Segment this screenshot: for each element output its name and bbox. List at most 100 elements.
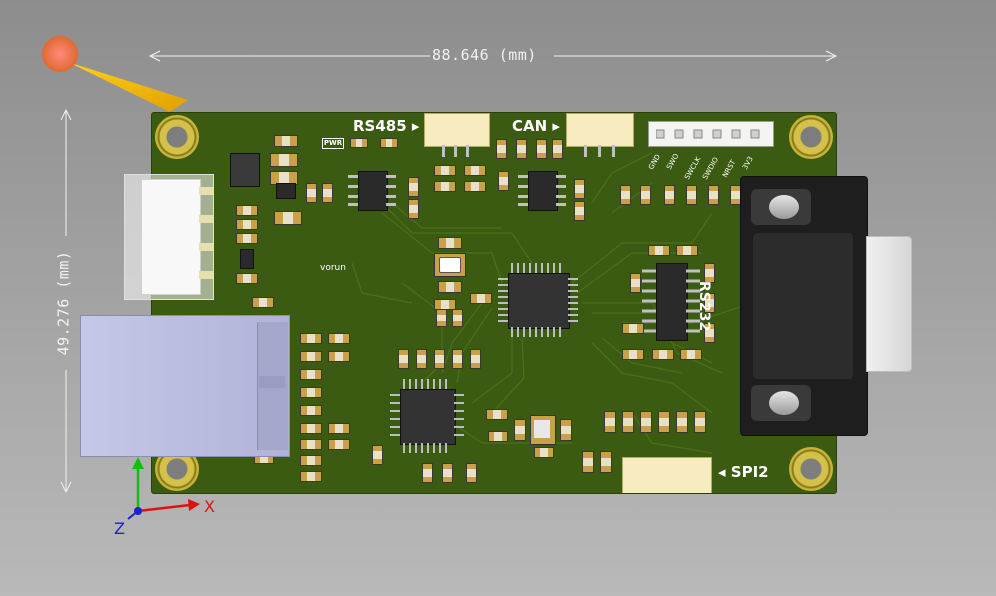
capacitor bbox=[436, 309, 447, 327]
capacitor bbox=[408, 177, 419, 197]
pwr-label: PWR bbox=[322, 138, 344, 149]
can-transceiver-ic bbox=[528, 171, 558, 211]
capacitor bbox=[372, 445, 383, 465]
led bbox=[350, 138, 368, 148]
rs485-text: RS485 bbox=[353, 117, 407, 135]
resistor bbox=[604, 411, 616, 433]
capacitor bbox=[498, 171, 509, 191]
resistor bbox=[300, 439, 322, 450]
resistor bbox=[328, 333, 350, 344]
capacitor bbox=[704, 323, 715, 343]
resistor bbox=[620, 185, 631, 205]
capacitor bbox=[442, 463, 453, 483]
can-connector[interactable] bbox=[566, 113, 634, 147]
mounting-hole-top-right bbox=[789, 115, 833, 159]
rs485-connector[interactable] bbox=[424, 113, 490, 147]
axis-z-label: Z bbox=[114, 519, 125, 538]
resistor bbox=[664, 185, 675, 205]
resistor bbox=[488, 431, 508, 442]
resistor bbox=[622, 411, 634, 433]
width-dimension: 88.646 (mm) bbox=[148, 46, 838, 66]
capacitor bbox=[496, 139, 507, 159]
capacitor bbox=[422, 463, 433, 483]
inductor bbox=[230, 153, 260, 187]
swd-pins bbox=[655, 127, 768, 146]
mcu-chip bbox=[508, 273, 570, 329]
db9-connector[interactable] bbox=[740, 176, 868, 436]
resistor bbox=[328, 423, 350, 434]
capacitor bbox=[560, 419, 572, 441]
resistor bbox=[686, 185, 697, 205]
capacitor bbox=[416, 349, 427, 369]
capacitor bbox=[306, 183, 317, 203]
pcb-board[interactable]: PWR RS485 ▸ CAN ▸ GND SWO SW bbox=[151, 112, 837, 494]
secondary-mcu-chip bbox=[400, 389, 456, 445]
capacitor bbox=[536, 139, 547, 159]
brand-label: vorun bbox=[320, 263, 346, 273]
power-connector[interactable] bbox=[124, 174, 214, 300]
resistor bbox=[300, 333, 322, 344]
resistor bbox=[434, 181, 456, 192]
mcu-pins bbox=[498, 263, 578, 337]
db9-screw-top bbox=[751, 189, 811, 225]
resistor bbox=[300, 387, 322, 398]
spi2-label: ◂ SPI2 bbox=[718, 463, 769, 481]
resistor bbox=[300, 471, 322, 482]
resistor bbox=[676, 411, 688, 433]
resistor bbox=[300, 455, 322, 466]
capacitor bbox=[438, 281, 462, 293]
resistor bbox=[236, 273, 258, 284]
resistor bbox=[434, 165, 456, 176]
capacitor bbox=[552, 139, 563, 159]
db9-shell bbox=[866, 236, 912, 372]
resistor bbox=[640, 185, 651, 205]
resistor bbox=[328, 351, 350, 362]
rs232-ic-pins bbox=[642, 269, 700, 333]
resistor bbox=[236, 219, 258, 230]
spi2-connector[interactable] bbox=[622, 457, 712, 493]
capacitor bbox=[516, 139, 527, 159]
resistor bbox=[464, 181, 486, 192]
resistor bbox=[640, 411, 652, 433]
resistor bbox=[300, 423, 322, 434]
capacitor bbox=[452, 349, 463, 369]
capacitor bbox=[466, 463, 477, 483]
resistor bbox=[582, 451, 594, 473]
rs232-transceiver-ic bbox=[656, 263, 688, 341]
resistor bbox=[694, 411, 706, 433]
resistor bbox=[464, 165, 486, 176]
can-label: CAN ▸ bbox=[512, 117, 560, 135]
width-dimension-label: 88.646 (mm) bbox=[432, 46, 537, 64]
capacitor bbox=[274, 135, 298, 147]
mounting-hole-bottom-right bbox=[789, 447, 833, 491]
resistor bbox=[708, 185, 719, 205]
capacitor bbox=[704, 263, 715, 283]
capacitor bbox=[398, 349, 409, 369]
resistor bbox=[236, 233, 258, 244]
crystal-oscillator bbox=[434, 253, 466, 277]
db9-screw-bottom bbox=[751, 385, 811, 421]
capacitor bbox=[622, 323, 644, 334]
resistor bbox=[236, 205, 258, 216]
capacitor bbox=[434, 349, 445, 369]
capacitor bbox=[438, 237, 462, 249]
resistor bbox=[658, 411, 670, 433]
usb-b-connector[interactable] bbox=[80, 315, 290, 457]
resistor bbox=[328, 439, 350, 450]
rs232-label: RS232 bbox=[696, 281, 712, 331]
height-dimension-label: 49.276 (mm) bbox=[54, 250, 73, 356]
capacitor bbox=[622, 349, 644, 360]
resistor bbox=[300, 369, 322, 380]
resistor bbox=[534, 447, 554, 458]
capacitor bbox=[652, 349, 674, 360]
rs485-transceiver-ic bbox=[358, 171, 388, 211]
rs232-text: RS232 bbox=[696, 281, 712, 332]
pwr-text: PWR bbox=[323, 139, 343, 147]
mounting-hole-top-left bbox=[155, 115, 199, 159]
axis-gizmo: X Z bbox=[110, 455, 230, 540]
regulator-ic bbox=[276, 183, 296, 199]
capacitor bbox=[274, 211, 302, 225]
spi2-text: SPI2 bbox=[730, 463, 769, 481]
capacitor bbox=[452, 309, 463, 327]
rs485-label: RS485 ▸ bbox=[353, 117, 420, 135]
